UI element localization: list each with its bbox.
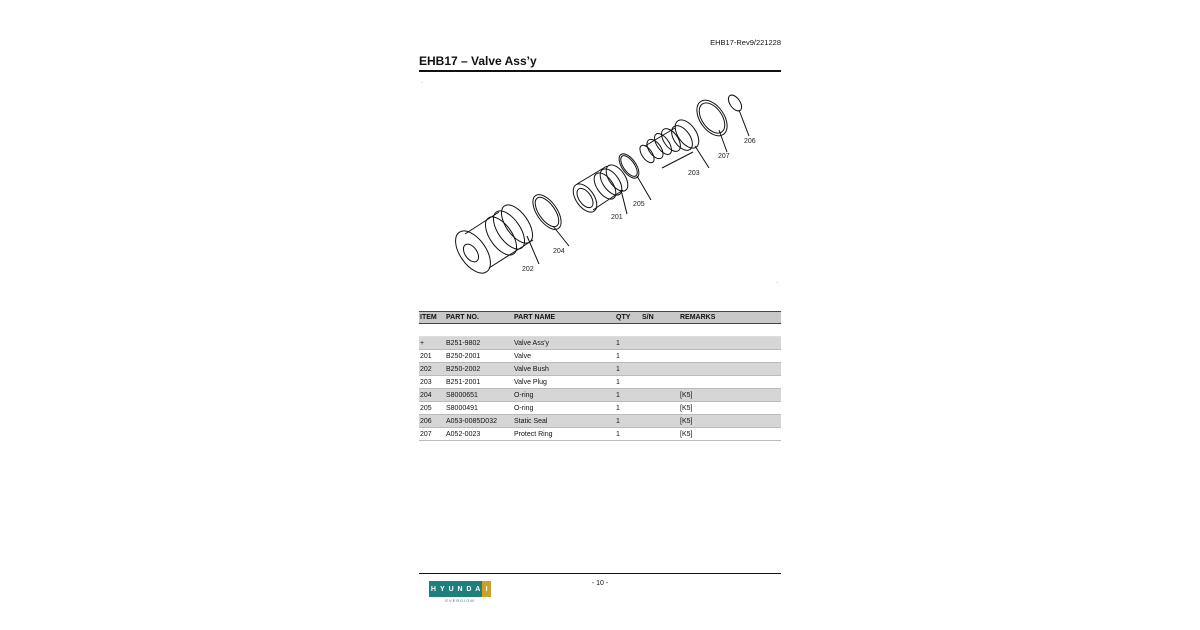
col-qty: QTY bbox=[616, 314, 631, 321]
footer-divider bbox=[419, 573, 781, 574]
table-row: 201 B250-2001 Valve 1 bbox=[419, 350, 781, 363]
logo-letter: H bbox=[429, 581, 438, 597]
col-part-no: PART NO. bbox=[446, 314, 479, 321]
table-row: 204 S8000651 O-ring 1 [K5] bbox=[419, 389, 781, 402]
page-number: - 10 - bbox=[591, 580, 609, 587]
protect-ring-part bbox=[696, 99, 728, 137]
title-divider bbox=[419, 70, 781, 72]
col-remarks: REMARKS bbox=[680, 314, 716, 321]
cell-part-no: A053-0085D032 bbox=[446, 417, 497, 425]
document-code: EHB17-Rev9/221228 bbox=[710, 38, 781, 47]
page-title: EHB17 – Valve Ass’y bbox=[419, 54, 537, 68]
cell-part-no: B250-2002 bbox=[446, 365, 481, 373]
cell-part-name: Valve bbox=[514, 352, 531, 360]
corner-mark: · bbox=[421, 80, 423, 86]
cell-part-name: O-ring bbox=[514, 404, 534, 412]
logo-letter: N bbox=[455, 581, 465, 597]
table-row: 202 B250-2002 Valve Bush 1 bbox=[419, 363, 781, 376]
static-seal-part bbox=[727, 94, 743, 112]
table-row: 206 A053-0085D032 Static Seal 1 [K5] bbox=[419, 415, 781, 428]
cell-item: 207 bbox=[420, 430, 432, 438]
cell-part-name: Protect Ring bbox=[514, 430, 553, 438]
cell-item: 201 bbox=[420, 352, 432, 360]
table-spacer bbox=[419, 324, 781, 337]
corner-mark: · bbox=[776, 280, 778, 286]
callout-206: 206 bbox=[744, 138, 756, 145]
cell-part-no: B251-9802 bbox=[446, 339, 481, 347]
logo-letter: I bbox=[482, 581, 492, 597]
cell-part-no: A052-0023 bbox=[446, 430, 481, 438]
cell-qty: 1 bbox=[616, 378, 620, 386]
logo-letter: Y bbox=[437, 581, 447, 597]
o-ring-205-part bbox=[618, 153, 640, 179]
cell-item: 206 bbox=[420, 417, 432, 425]
valve-part bbox=[572, 164, 629, 213]
cell-qty: 1 bbox=[616, 352, 620, 360]
cell-qty: 1 bbox=[616, 339, 620, 347]
logo-letter: U bbox=[446, 581, 456, 597]
cell-part-name: Valve Bush bbox=[514, 365, 549, 373]
cell-item: 203 bbox=[420, 378, 432, 386]
cell-part-name: Valve Ass'y bbox=[514, 339, 550, 347]
callout-205: 205 bbox=[633, 201, 645, 208]
col-sn: S/N bbox=[642, 314, 654, 321]
cell-item: 205 bbox=[420, 404, 432, 412]
cell-qty: 1 bbox=[616, 417, 620, 425]
cell-part-name: Static Seal bbox=[514, 417, 548, 425]
cell-part-no: B251-2001 bbox=[446, 378, 481, 386]
callout-202: 202 bbox=[522, 266, 534, 273]
cell-part-no: S8000651 bbox=[446, 391, 478, 399]
valve-bush-part bbox=[455, 204, 534, 274]
callout-204: 204 bbox=[553, 248, 565, 255]
table-row: 205 S8000491 O-ring 1 [K5] bbox=[419, 402, 781, 415]
cell-qty: 1 bbox=[616, 430, 620, 438]
exploded-view-diagram: 206 207 203 205 201 204 202 bbox=[455, 94, 756, 274]
cell-part-name: O-ring bbox=[514, 391, 534, 399]
cell-item: 202 bbox=[420, 365, 432, 373]
cell-qty: 1 bbox=[616, 391, 620, 399]
callout-201: 201 bbox=[611, 214, 623, 221]
cell-item: 204 bbox=[420, 391, 432, 399]
table-row: 207 A052-0023 Protect Ring 1 [K5] bbox=[419, 428, 781, 441]
cell-remarks: [K5] bbox=[680, 404, 693, 412]
logo-subtitle: EVERDIGM bbox=[445, 598, 475, 603]
manual-page: EHB17-Rev9/221228 EHB17 – Valve Ass’y · … bbox=[419, 0, 781, 630]
cell-qty: 1 bbox=[616, 365, 620, 373]
table-row: + B251-9802 Valve Ass'y 1 bbox=[419, 337, 781, 350]
table-row: 203 B251-2001 Valve Plug 1 bbox=[419, 376, 781, 389]
cell-item: + bbox=[420, 339, 425, 347]
col-item: ITEM bbox=[420, 314, 437, 321]
hyundai-everdigm-logo: H Y U N D A I EVERDIGM bbox=[429, 581, 492, 605]
cell-part-no: S8000491 bbox=[446, 404, 478, 412]
o-ring-204-part bbox=[532, 194, 562, 230]
cell-remarks: [K5] bbox=[680, 430, 693, 438]
cell-part-no: B250-2001 bbox=[446, 352, 481, 360]
col-part-name: PART NAME bbox=[514, 314, 556, 321]
cell-part-name: Valve Plug bbox=[514, 378, 547, 386]
logo-letter: A bbox=[473, 581, 483, 597]
parts-table: ITEM PART NO. PART NAME QTY S/N REMARKS … bbox=[419, 311, 781, 441]
table-header: ITEM PART NO. PART NAME QTY S/N REMARKS bbox=[419, 311, 781, 324]
callout-203: 203 bbox=[688, 170, 700, 177]
logo-letter: D bbox=[464, 581, 474, 597]
cell-remarks: [K5] bbox=[680, 391, 693, 399]
callout-207: 207 bbox=[718, 153, 730, 160]
valve-plug-part bbox=[639, 119, 700, 169]
cell-qty: 1 bbox=[616, 404, 620, 412]
cell-remarks: [K5] bbox=[680, 417, 693, 425]
